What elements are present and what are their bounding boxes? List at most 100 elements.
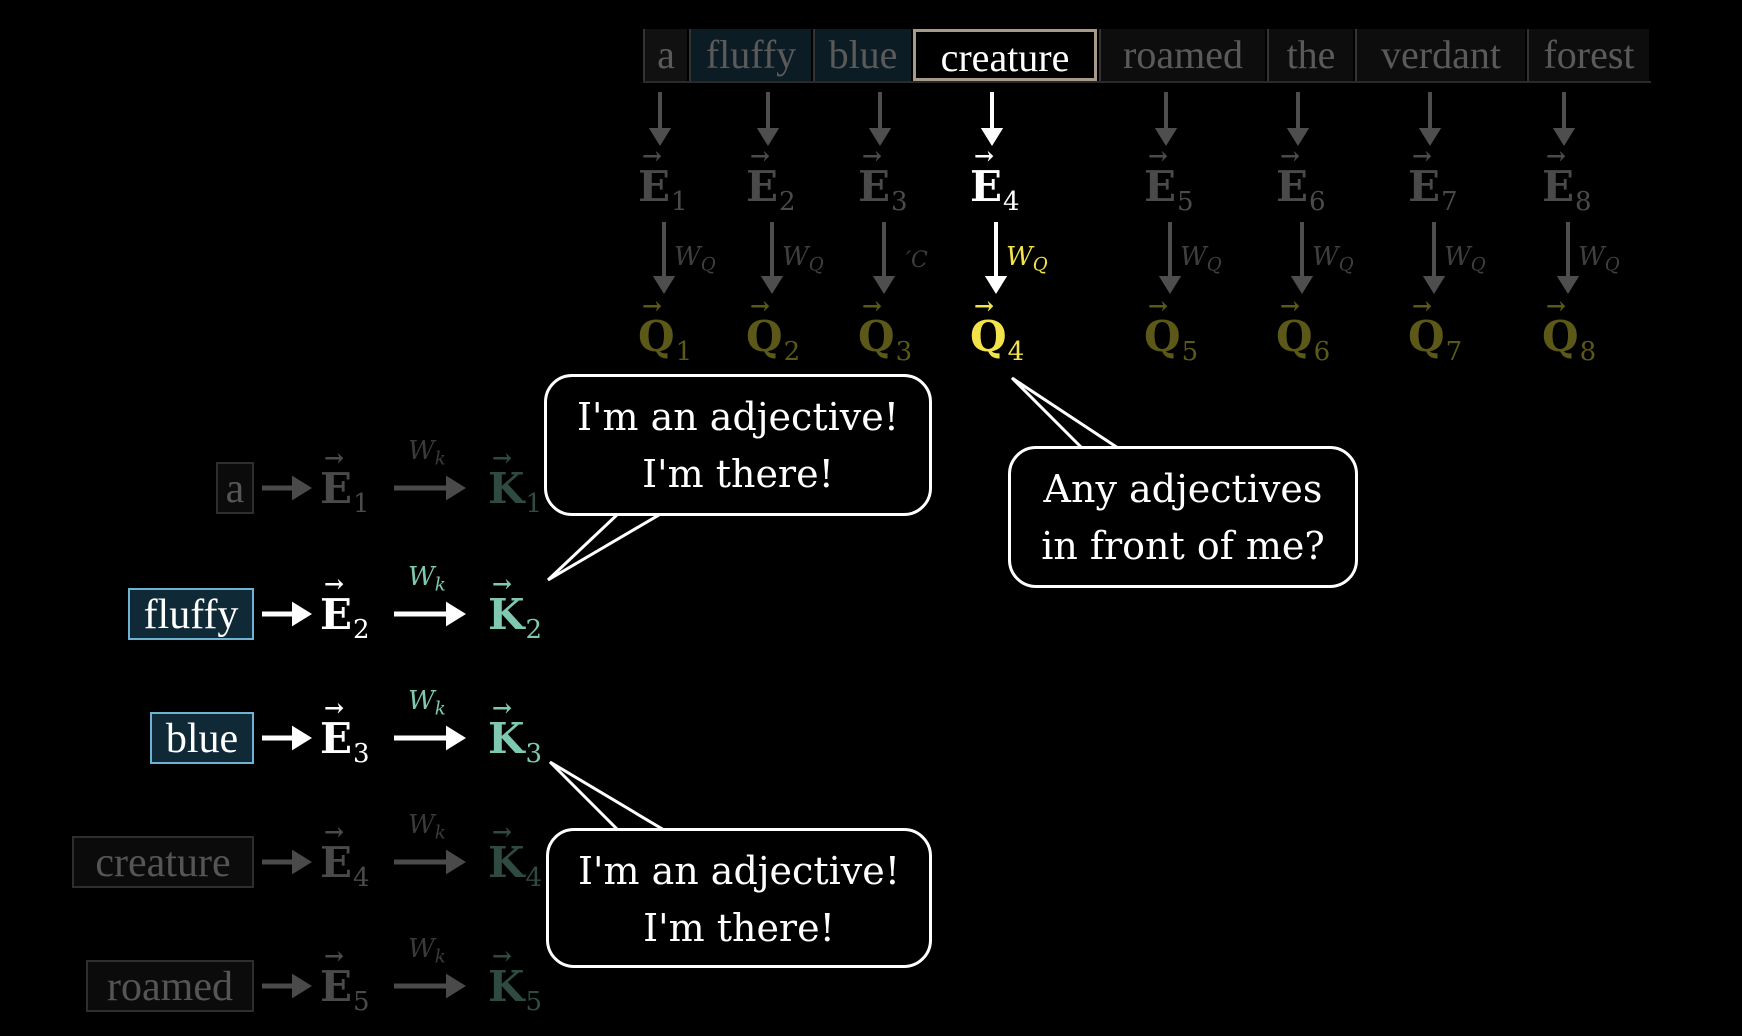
embedding-E4-vector-mark: →: [974, 141, 995, 170]
query-Q5-index: 5: [1181, 337, 1199, 368]
key-K4-index: 4: [525, 863, 543, 894]
query-Q4: →Q4: [970, 294, 1025, 368]
key-row-embedding-creature: →E4: [320, 820, 370, 894]
key-row-word-a: a: [216, 462, 254, 514]
embedding-E2: →E2: [746, 144, 796, 216]
key-K3: →K3: [488, 696, 543, 770]
key-row-embedding-creature-index: 4: [353, 863, 370, 894]
embedding-E2-letter: E: [746, 162, 779, 211]
query-Q1-letter: Q: [638, 312, 675, 361]
key-K4-letter: K: [488, 838, 525, 887]
key-K3-vector-mark: →: [492, 693, 513, 722]
key-K2: →K2: [488, 572, 542, 644]
key-weight-label-creature: Wk: [408, 812, 446, 843]
sentence-token-7: forest: [1527, 29, 1649, 81]
query-weight-label-1-sub: Q: [700, 254, 716, 276]
embedding-E8-vector-mark: →: [1546, 141, 1567, 170]
key-row-embedding-roamed-index: 5: [353, 987, 370, 1018]
query-Q2-index: 2: [783, 337, 801, 368]
key-K1: →K1: [488, 446, 542, 518]
key-K1-letter: K: [488, 464, 525, 513]
query-Q4-letter: Q: [970, 312, 1007, 361]
query-speech-bubble: Any adjectives in front of me?: [1008, 446, 1358, 588]
sentence-token-5: the: [1267, 29, 1353, 81]
key-bubble-blue-line-2: I'm there!: [643, 906, 835, 950]
embedding-E1-vector-mark: →: [642, 141, 663, 170]
query-weight-label-2-letter: W: [782, 242, 809, 272]
key-speech-bubble-blue: I'm an adjective! I'm there!: [546, 828, 932, 968]
query-weight-label-2: WQ: [782, 244, 824, 275]
embedding-E5-letter: E: [1144, 162, 1177, 211]
query-weight-label-4: WQ: [1006, 244, 1048, 275]
query-Q6-vector-mark: →: [1280, 291, 1301, 320]
key-row-embedding-roamed-vector-mark: →: [324, 941, 345, 970]
query-Q8-vector-mark: →: [1546, 291, 1567, 320]
embedding-E6: →E6: [1276, 144, 1326, 216]
embedding-E7-letter: E: [1408, 162, 1441, 211]
query-Q4-index: 4: [1007, 337, 1025, 368]
query-bubble-line-2: in front of me?: [1041, 524, 1325, 568]
query-Q7-letter: Q: [1408, 312, 1445, 361]
key-row-embedding-fluffy-index: 2: [353, 615, 370, 646]
key-row-embedding-creature-vector-mark: →: [324, 817, 345, 846]
query-Q3-index: 3: [895, 337, 913, 368]
embedding-E3-letter: E: [858, 162, 891, 211]
key-row-word-blue: blue: [150, 712, 254, 764]
key-row-embedding-blue-vector-mark: →: [324, 693, 345, 722]
sentence-token-1: fluffy: [689, 29, 811, 81]
key-row-embedding-roamed: →E5: [320, 944, 370, 1018]
embedding-E3-index: 3: [891, 187, 908, 218]
embedding-E4-letter: E: [970, 162, 1003, 211]
embedding-E4-index: 4: [1003, 187, 1020, 218]
key-row-word-creature: creature: [72, 836, 254, 888]
key-bubble-fluffy-line-1: I'm an adjective!: [577, 395, 899, 439]
key-weight-label-roamed-sub: k: [434, 946, 446, 968]
embedding-E3-vector-mark: →: [862, 141, 883, 170]
query-weight-label-7-sub: Q: [1470, 254, 1486, 276]
query-weight-label-6: WQ: [1312, 244, 1354, 275]
embedding-E1-index: 1: [671, 187, 688, 218]
embedding-E5: →E5: [1144, 144, 1194, 216]
query-Q3-letter: Q: [858, 312, 895, 361]
key-K5-vector-mark: →: [492, 941, 513, 970]
query-weight-label-5-letter: W: [1180, 242, 1207, 272]
key-row-embedding-a: →E1: [320, 446, 370, 520]
query-Q8-index: 8: [1579, 337, 1597, 368]
key-weight-label-fluffy-sub: k: [434, 574, 446, 596]
key-K3-letter: K: [488, 714, 525, 763]
embedding-E1-letter: E: [638, 162, 671, 211]
query-weight-label-2-sub: Q: [808, 254, 824, 276]
key-K5-letter: K: [488, 962, 525, 1011]
embedding-E8-index: 8: [1575, 187, 1592, 218]
query-Q7: →Q7: [1408, 294, 1462, 366]
key-row-embedding-a-index: 1: [353, 489, 370, 520]
key-bubble-blue-line-1: I'm an adjective!: [578, 849, 900, 893]
key-row-embedding-blue-letter: E: [320, 714, 353, 763]
embedding-E5-vector-mark: →: [1148, 141, 1169, 170]
key-K2-vector-mark: →: [492, 569, 513, 598]
sentence-token-0: a: [643, 29, 687, 81]
key-K3-index: 3: [525, 739, 543, 770]
embedding-E4: →E4: [970, 144, 1020, 218]
key-weight-label-a-sub: k: [434, 448, 446, 470]
key-K5-index: 5: [525, 987, 543, 1018]
sentence-token-4: roamed: [1099, 29, 1265, 81]
